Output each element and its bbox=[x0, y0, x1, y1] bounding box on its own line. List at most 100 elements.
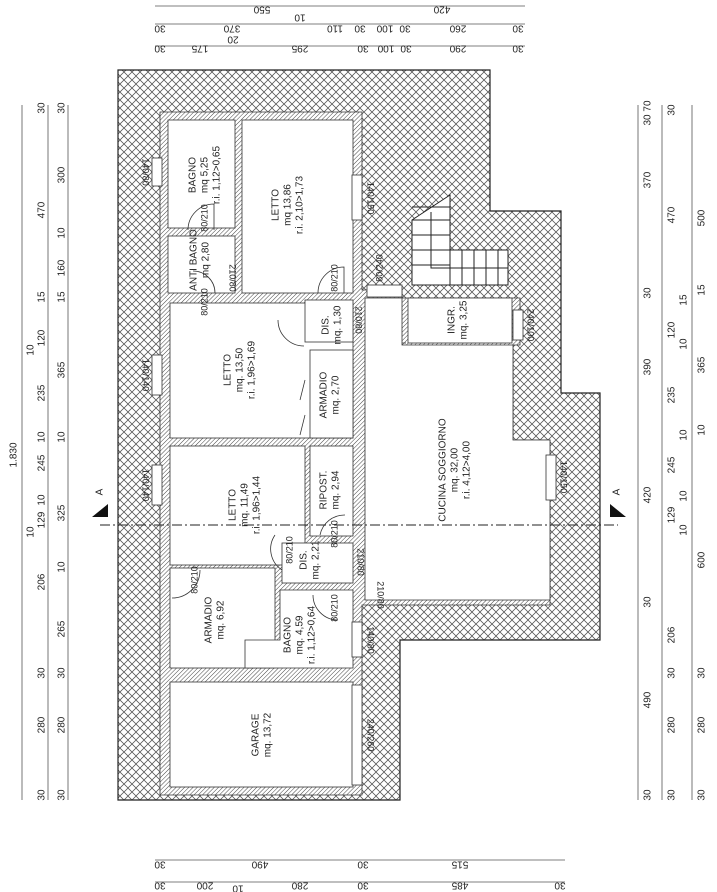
room-area: mq. 13,72 bbox=[263, 712, 274, 757]
staircase[interactable] bbox=[411, 194, 509, 286]
dimension-label: 206 bbox=[37, 573, 48, 590]
dimension-label: 365 bbox=[57, 361, 68, 378]
opening-size-label: 140/80 bbox=[366, 626, 376, 654]
dimension-label: 10 bbox=[697, 424, 708, 436]
dimension-label: 100 bbox=[377, 42, 394, 53]
opening-size-label: 140/150 bbox=[559, 461, 569, 494]
room-area: mq 13,86 bbox=[283, 184, 294, 226]
room-area: mq. 1,30 bbox=[333, 305, 344, 344]
dimension-label: 10 bbox=[37, 431, 48, 443]
dimension-label: 235 bbox=[37, 384, 48, 401]
dimension-label: 265 bbox=[57, 620, 68, 637]
opening-size-label: 140/140 bbox=[141, 359, 151, 392]
opening-size-label: 80/210 bbox=[199, 204, 209, 232]
opening-size-label: 210/80 bbox=[376, 581, 386, 609]
dimension-label: 30 bbox=[357, 879, 369, 890]
room-name: LETTO bbox=[271, 189, 282, 221]
dimension-label: 10 bbox=[679, 429, 690, 441]
room-area: mq. 2,70 bbox=[331, 375, 342, 414]
dimension-label: 500 bbox=[697, 209, 708, 226]
room-name: ARMADIO bbox=[319, 371, 330, 418]
room-antibagno bbox=[167, 235, 236, 294]
dimension-label: 515 bbox=[451, 858, 468, 869]
room-name: LETTO bbox=[228, 489, 239, 521]
section-marker-right: A bbox=[612, 488, 623, 495]
room-name: BAGNO bbox=[283, 617, 294, 653]
room-ri: r.i. 1,96>1,69 bbox=[247, 341, 258, 400]
dimension-label: 160 bbox=[57, 259, 68, 276]
dimension-label: 30 bbox=[57, 789, 68, 801]
dimension-label: 100 bbox=[376, 22, 393, 33]
room-garage bbox=[169, 681, 354, 788]
dimension-label: 10 bbox=[26, 526, 37, 538]
dimension-label: 10 bbox=[679, 338, 690, 350]
room-letto-1 bbox=[241, 119, 354, 294]
dimension-label: 245 bbox=[667, 456, 678, 473]
dimension-label: 30 bbox=[667, 104, 678, 116]
dimension-label: 30 bbox=[697, 789, 708, 801]
dimension-label: 30 70 bbox=[643, 100, 654, 125]
dimension-label: 30 bbox=[37, 667, 48, 679]
room-area: mq 5,25 bbox=[200, 156, 211, 193]
room-name: DIS. bbox=[299, 550, 310, 569]
door-swings[interactable] bbox=[171, 203, 346, 621]
room-name: LETTO bbox=[223, 354, 234, 386]
dimension-label: 30 bbox=[154, 22, 166, 33]
opening-size-label: 80/210 bbox=[189, 566, 199, 594]
dimension-label: 30 bbox=[154, 879, 166, 890]
dimension-label: 30 bbox=[357, 858, 369, 869]
dimension-label: 30 bbox=[37, 789, 48, 801]
room-name: INGR. bbox=[447, 306, 458, 334]
dimension-label: 280 bbox=[57, 716, 68, 733]
dimension-label: 370 bbox=[223, 22, 240, 33]
dimension-label: 245 bbox=[37, 454, 48, 471]
dimension-label: 30 bbox=[643, 596, 654, 608]
dimension-label: 280 bbox=[37, 716, 48, 733]
dimension-label: 10 bbox=[57, 561, 68, 573]
opening-size-label: 240/100 bbox=[526, 309, 536, 342]
dimension-label: 110 bbox=[327, 22, 343, 33]
room-area: mq. 32,00 bbox=[450, 447, 461, 492]
room-name: CUCINA SOGGIORNO bbox=[438, 418, 449, 522]
dimension-label: 1.830 bbox=[9, 442, 20, 467]
rooms bbox=[167, 119, 551, 788]
room-area: mq. 4,59 bbox=[295, 615, 306, 654]
dimension-label: 10 bbox=[57, 431, 68, 443]
room-armadio-1 bbox=[309, 349, 354, 439]
dimension-label: 470 bbox=[667, 206, 678, 223]
room-area: mq. 11,49 bbox=[240, 483, 251, 527]
opening-size-label: 210/80 bbox=[354, 306, 364, 334]
dimension-label: 30 bbox=[554, 879, 566, 890]
dimension-label: 30 bbox=[154, 858, 166, 869]
room-bagno-2 bbox=[244, 589, 354, 669]
dimension-label: 10 bbox=[232, 882, 244, 892]
dimension-label: 30 bbox=[512, 22, 524, 33]
dimension-label: 550 bbox=[253, 3, 270, 14]
dimension-label: 365 bbox=[697, 356, 708, 373]
room-name: GARAGE bbox=[251, 713, 262, 756]
dimension-label: 485 bbox=[451, 879, 468, 890]
dimension-label: 30 bbox=[57, 102, 68, 114]
room-ri: r.i. 1,12>0,65 bbox=[212, 146, 223, 205]
opening-size-label: 240/260 bbox=[366, 719, 376, 752]
room-bagno-1 bbox=[167, 119, 236, 229]
room-dis-2 bbox=[281, 542, 354, 584]
dimension-label: 30 bbox=[399, 22, 411, 33]
dimension-label: 129 bbox=[37, 511, 48, 528]
dimension-label: 490 bbox=[643, 691, 654, 708]
room-ri: r.i. 4,12>4,00 bbox=[462, 441, 473, 500]
dimension-label: 30 bbox=[643, 789, 654, 801]
dimension-label: 10 bbox=[57, 227, 68, 239]
dimension-label: 260 bbox=[449, 22, 466, 33]
dimension-label: 10 bbox=[679, 490, 690, 502]
dimension-label: 30 bbox=[512, 42, 524, 53]
dimension-label: 300 bbox=[57, 166, 68, 183]
dimension-label: 10 bbox=[679, 524, 690, 536]
room-area: mq. 13,50 bbox=[235, 347, 246, 392]
opening-size-label: 140/80 bbox=[141, 158, 151, 186]
opening-size-label: 80/210 bbox=[329, 594, 339, 622]
dimension-label: 120 bbox=[667, 321, 678, 338]
dimension-label: 200 bbox=[196, 879, 213, 890]
room-ripost bbox=[309, 445, 354, 537]
